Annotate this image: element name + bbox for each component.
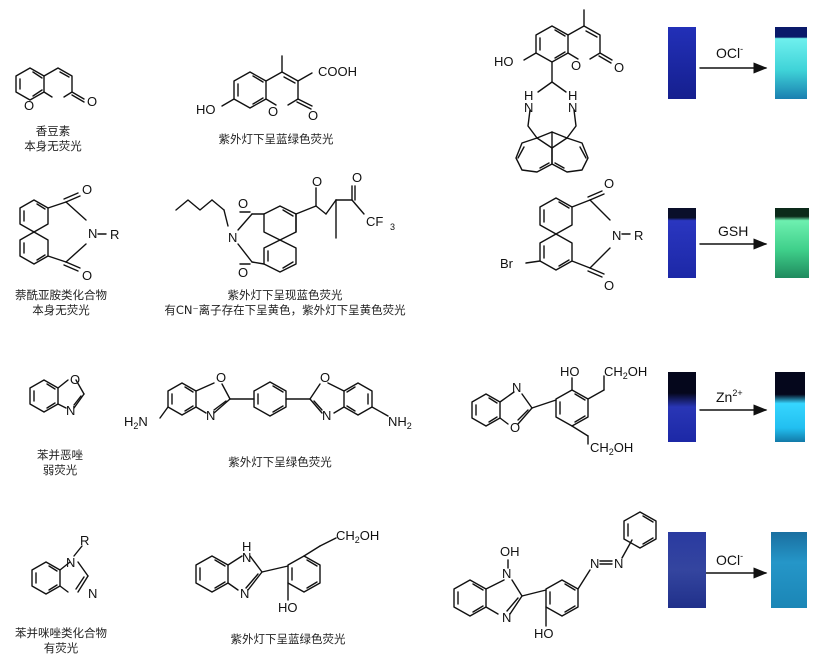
svg-text:O: O (510, 420, 520, 435)
svg-text:Br: Br (500, 256, 514, 271)
svg-text:O: O (604, 176, 614, 191)
svg-text:N: N (88, 586, 97, 601)
svg-text:O: O (70, 372, 80, 387)
svg-text:R: R (80, 533, 89, 548)
svg-text:HO: HO (494, 54, 514, 69)
bis-benzoxazole-structure (159, 381, 389, 419)
svg-text:CH2OH: CH2OH (590, 440, 633, 457)
svg-text:OH: OH (500, 544, 520, 559)
coumarin-perimidine-structure (515, 9, 613, 173)
svg-text:H: H (568, 88, 577, 103)
azobenzene-benzimidazole-structure (453, 511, 657, 627)
svg-text:HO: HO (560, 364, 580, 379)
svg-text:HO: HO (278, 600, 298, 615)
svg-text:N: N (502, 566, 511, 581)
vial-after-1 (775, 27, 807, 99)
svg-text:N: N (612, 228, 621, 243)
bis-benzoxazole-caption: 紫外灯下呈绿色荧光 (228, 455, 332, 469)
coumarin-structure (15, 67, 85, 103)
svg-text:R: R (110, 227, 119, 242)
vial-after-3 (775, 372, 805, 442)
benzoxazole-structure (29, 379, 85, 413)
reagent-ocl-2: OCl- (716, 551, 743, 568)
benzoxazole-caption: 苯并恶唑弱荧光 (37, 448, 83, 477)
naphthalimide-structure (19, 192, 107, 272)
vial-before-4 (668, 532, 706, 608)
reagent-gsh: GSH (718, 223, 748, 239)
vial-before-3 (668, 372, 696, 442)
svg-text:O: O (312, 174, 322, 189)
svg-text:O: O (268, 104, 278, 119)
benzimidazole-caption: 苯并咪唑类化合物有荧光 (15, 626, 107, 655)
naphthalimide-caption: 萘酰亚胺类化合物本身无荧光 (15, 288, 107, 317)
cooh-label: COOH (318, 64, 357, 79)
svg-text:N: N (88, 226, 97, 241)
svg-text:N: N (590, 556, 599, 571)
svg-text:H2N: H2N (124, 414, 148, 431)
reagent-zn: Zn2+ (716, 388, 743, 405)
svg-text:NH2: NH2 (388, 414, 412, 431)
svg-text:N: N (206, 408, 215, 423)
svg-text:O: O (238, 196, 248, 211)
svg-text:HO: HO (534, 626, 554, 641)
cf3-label: CF (366, 214, 383, 229)
vial-before-1 (668, 27, 696, 99)
svg-text:N: N (614, 556, 623, 571)
reagent-ocl-1: OCl- (716, 44, 743, 61)
svg-text:N: N (322, 408, 331, 423)
svg-text:O: O (604, 278, 614, 293)
benzoxazolyl-phenol-structure (471, 375, 605, 445)
svg-text:H: H (524, 88, 533, 103)
vial-before-2 (668, 208, 696, 278)
svg-text:N: N (228, 230, 237, 245)
svg-text:O: O (571, 58, 581, 73)
svg-text:N: N (524, 100, 533, 115)
svg-text:N: N (66, 555, 75, 570)
svg-text:O: O (87, 94, 97, 109)
carboxycoumarin-structure (221, 55, 313, 110)
svg-text:N: N (240, 586, 249, 601)
benzimidazolyl-phenol-caption: 紫外灯下呈蓝绿色荧光 (230, 632, 346, 646)
svg-text:O: O (308, 108, 318, 123)
svg-text:N: N (242, 550, 251, 565)
svg-text:O: O (352, 170, 362, 185)
svg-text:O: O (82, 268, 92, 283)
svg-text:N: N (502, 610, 511, 625)
svg-text:O: O (238, 265, 248, 280)
svg-text:N: N (66, 403, 75, 418)
svg-text:CH2OH: CH2OH (336, 528, 379, 545)
svg-text:N: N (568, 100, 577, 115)
benzimidazolyl-phenol-structure (195, 537, 337, 601)
vial-after-2 (775, 208, 809, 278)
svg-text:3: 3 (390, 222, 395, 232)
svg-text:O: O (24, 98, 34, 113)
carboxycoumarin-caption: 紫外灯下呈蓝绿色荧光 (218, 132, 334, 146)
svg-text:O: O (320, 370, 330, 385)
svg-text:O: O (216, 370, 226, 385)
vial-after-4 (771, 532, 807, 608)
naphthalimide-probe-structure (175, 185, 365, 273)
coumarin-caption: 香豆素本身无荧光 (24, 124, 82, 153)
svg-text:HO: HO (196, 102, 216, 117)
benzimidazole-structure (31, 545, 89, 595)
svg-text:O: O (614, 60, 624, 75)
svg-text:H: H (242, 539, 251, 554)
svg-text:CH2OH: CH2OH (604, 364, 647, 381)
naphthalimide-probe-caption: 紫外灯下呈现蓝色荧光有CN⁻离子存在下呈黄色，紫外灯下呈黄色荧光 (164, 288, 406, 317)
bromonaphthalimide-structure (525, 190, 631, 278)
svg-text:O: O (82, 182, 92, 197)
svg-text:R: R (634, 228, 643, 243)
svg-text:N: N (512, 380, 521, 395)
